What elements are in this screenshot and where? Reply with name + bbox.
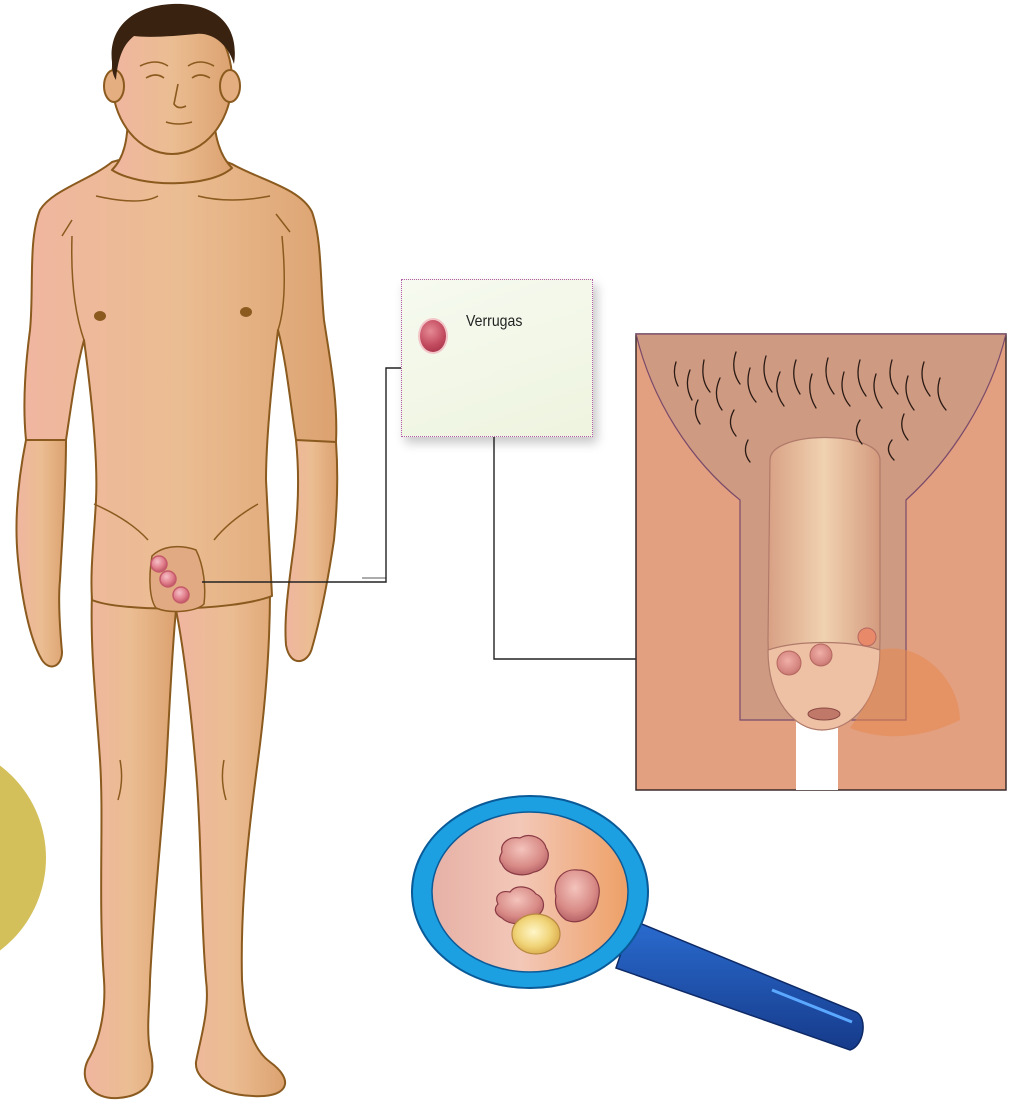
legend-wart-swatch bbox=[418, 318, 448, 354]
closeup-wart-3 bbox=[858, 628, 876, 646]
right-ear bbox=[220, 70, 240, 102]
left-nipple bbox=[94, 311, 106, 321]
right-leg bbox=[176, 590, 285, 1096]
closeup-wart-1 bbox=[777, 651, 801, 675]
magnifier-wart-2 bbox=[500, 836, 549, 875]
left-leg bbox=[85, 592, 176, 1098]
magnifier bbox=[412, 796, 863, 1050]
legend-label: Verrugas bbox=[466, 313, 522, 331]
right-nipple bbox=[240, 307, 252, 317]
left-arm bbox=[16, 440, 66, 666]
closeup-wart-2 bbox=[810, 644, 832, 666]
legend-box: Verrugas bbox=[401, 279, 593, 437]
closeup-panel bbox=[636, 334, 1006, 790]
meatus bbox=[808, 708, 840, 720]
figure-wart-2 bbox=[160, 571, 176, 587]
right-arm bbox=[285, 440, 337, 661]
figure-wart-1 bbox=[151, 556, 167, 572]
decorative-circle bbox=[0, 742, 46, 974]
figure-wart-3 bbox=[173, 587, 189, 603]
magnifier-wart-4 bbox=[512, 914, 560, 954]
magnifier-handle bbox=[616, 920, 863, 1050]
